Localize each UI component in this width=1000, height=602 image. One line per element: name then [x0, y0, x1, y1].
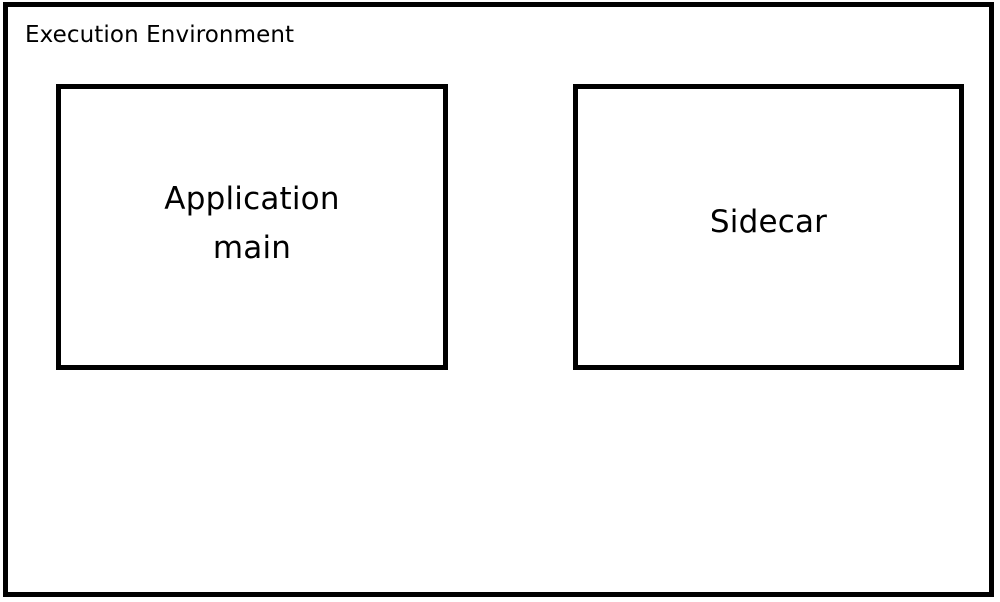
- execution-environment-container: Execution Environment Application main S…: [3, 2, 994, 597]
- application-main-label: Application main: [164, 175, 339, 273]
- application-main-label-line1: Application: [164, 181, 340, 217]
- application-main-label-line2: main: [212, 230, 292, 266]
- application-main-box: Application main: [56, 84, 448, 370]
- sidecar-box: Sidecar: [573, 84, 964, 370]
- execution-environment-title: Execution Environment: [25, 22, 295, 48]
- sidecar-label: Sidecar: [710, 198, 827, 247]
- sidecar-label-line1: Sidecar: [709, 203, 828, 240]
